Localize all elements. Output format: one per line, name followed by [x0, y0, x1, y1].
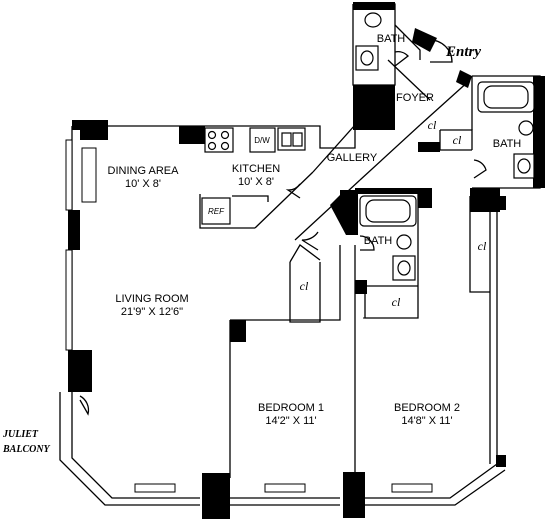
toilet-icon	[396, 234, 412, 250]
closet-labels: cl cl cl cl cl	[300, 118, 487, 309]
sink-basin-icon	[517, 158, 531, 174]
closet-label: cl	[428, 118, 437, 132]
bath-top-label: BATH	[377, 33, 406, 45]
burner-icon	[207, 141, 217, 151]
dining-area-size: 10' X 8'	[125, 178, 161, 190]
kitchen-fixtures: D/W REF	[201, 127, 306, 225]
bathtub-basin-icon	[365, 199, 411, 223]
burner-icon	[220, 130, 230, 140]
sink-basin-icon	[397, 260, 411, 276]
living-room-label: LIVING ROOM	[115, 293, 188, 305]
bedroom-2-size: 14'8" X 11'	[401, 415, 452, 427]
sink-basin-icon	[281, 132, 292, 147]
closet-label: cl	[392, 295, 401, 309]
closet-label: cl	[300, 279, 309, 293]
dishwasher-icon	[249, 127, 276, 153]
sink-basin-icon	[292, 132, 303, 147]
juliet-balcony-label-line2: BALCONY	[2, 444, 51, 455]
burner-icon	[207, 130, 217, 140]
bedroom-1-label: BEDROOM 1	[258, 402, 324, 414]
living-room-size: 21'9" X 12'6"	[121, 306, 183, 318]
dining-area-label: DINING AREA	[108, 165, 180, 177]
gallery-label: GALLERY	[327, 152, 378, 164]
burner-icon	[220, 141, 230, 151]
dishwasher-label: D/W	[254, 136, 270, 145]
interior-walls	[59, 3, 541, 506]
closet-label: cl	[453, 133, 462, 147]
refrigerator-label: REF	[208, 207, 225, 216]
windows	[65, 139, 433, 493]
doors	[79, 39, 487, 416]
bath-right-label: BATH	[493, 138, 522, 150]
toilet-icon	[364, 12, 382, 28]
closet-label: cl	[478, 239, 487, 253]
kitchen-size: 10' X 8'	[238, 176, 274, 188]
refrigerator-icon	[201, 197, 231, 225]
kitchen-label: KITCHEN	[232, 163, 280, 175]
foyer-label: FOYER	[396, 92, 434, 104]
bath-fixtures	[355, 12, 535, 281]
bathtub-basin-icon	[483, 85, 529, 109]
sink-basin-icon	[360, 50, 374, 66]
bath-center-label: BATH	[364, 235, 393, 247]
entry-label: Entry	[445, 44, 481, 60]
structural-walls	[68, 2, 545, 519]
bedroom-2-label: BEDROOM 2	[394, 402, 460, 414]
toilet-icon	[518, 120, 534, 136]
room-labels: DINING AREA 10' X 8' KITCHEN 10' X 8' LI…	[108, 33, 522, 427]
juliet-balcony-label-line1: JULIET	[2, 429, 39, 440]
bedroom-1-size: 14'2" X 11'	[265, 415, 316, 427]
